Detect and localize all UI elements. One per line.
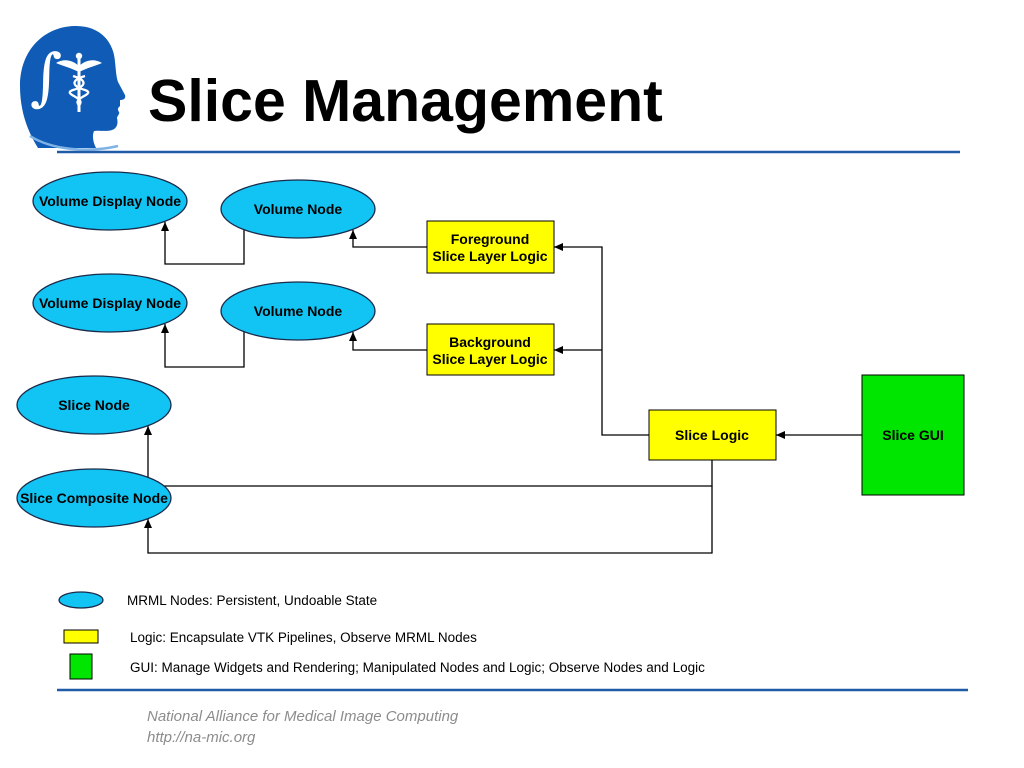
connector-foreground-logic-to-volume-node — [349, 230, 427, 248]
logic-label-line-1: Foreground — [451, 231, 530, 247]
legend-swatch — [69, 653, 93, 680]
connector-slice-logic-to-foreground-logic — [554, 243, 649, 436]
node-ellipse — [220, 281, 376, 341]
mrml-node-slice: Slice Node — [16, 375, 172, 435]
node-ellipse — [16, 375, 172, 435]
logic-label-line-2: Slice Layer Logic — [432, 248, 547, 264]
legend-item-gui: GUI: Manage Widgets and Rendering; Manip… — [69, 653, 705, 680]
caduceus-icon — [56, 52, 102, 112]
namic-head-logo-icon: ∫ — [20, 25, 126, 151]
connector-background-logic-to-volume-node — [349, 332, 427, 351]
logic-foreground-slice-layer: Foreground Slice Layer Logic — [426, 220, 555, 274]
logic-box — [426, 220, 555, 274]
logic-label-line-1: Background — [449, 334, 531, 350]
page-title: Slice Management — [148, 68, 663, 134]
connector-slice-logic-to-composite-node — [144, 486, 713, 554]
logic-box — [426, 323, 555, 376]
footer-org-text: National Alliance for Medical Image Comp… — [147, 708, 459, 725]
mrml-node-volume-display-bg: Volume Display Node — [32, 273, 188, 333]
node-label: Volume Display Node — [39, 295, 181, 311]
footer-url-text: http://na-mic.org — [147, 729, 256, 746]
gui-label: Slice GUI — [882, 427, 943, 443]
legend-label: MRML Nodes: Persistent, Undoable State — [127, 593, 377, 608]
connector-volume-node-bg-to-display-node — [161, 324, 245, 368]
head-swoosh — [29, 134, 119, 151]
logic-label-line-2: Slice Layer Logic — [432, 351, 547, 367]
node-ellipse — [220, 179, 376, 239]
node-label: Slice Node — [58, 397, 130, 413]
logic-slice: Slice Logic — [648, 409, 777, 461]
mrml-node-slice-composite: Slice Composite Node — [16, 468, 172, 528]
gui-box — [861, 374, 965, 496]
mrml-node-volume-fg: Volume Node — [220, 179, 376, 239]
legend-label: GUI: Manage Widgets and Rendering; Manip… — [130, 660, 705, 675]
legend-swatch — [58, 591, 104, 609]
node-label: Volume Display Node — [39, 193, 181, 209]
node-ellipse — [32, 171, 188, 231]
logic-box — [648, 409, 777, 461]
node-label: Slice Composite Node — [20, 490, 168, 506]
connector-volume-node-fg-to-display-node — [161, 222, 245, 265]
legend: MRML Nodes: Persistent, Undoable State L… — [58, 591, 705, 680]
legend-swatch — [63, 629, 99, 644]
legend-item-mrml: MRML Nodes: Persistent, Undoable State — [58, 591, 377, 609]
integral-glyph: ∫ — [30, 40, 62, 113]
footer-url: http://na-mic.org — [147, 729, 256, 746]
node-label: Volume Node — [254, 303, 343, 319]
legend-label: Logic: Encapsulate VTK Pipelines, Observ… — [130, 630, 477, 645]
node-ellipse — [16, 468, 172, 528]
head-silhouette — [20, 25, 126, 148]
logic-label: Slice Logic — [675, 427, 749, 443]
connector-slice-logic-to-slice-node — [144, 426, 713, 487]
connectors — [144, 222, 862, 554]
legend-item-logic: Logic: Encapsulate VTK Pipelines, Observ… — [63, 629, 477, 645]
logic-background-slice-layer: Background Slice Layer Logic — [426, 323, 555, 376]
node-label: Volume Node — [254, 201, 343, 217]
mrml-node-volume-display-fg: Volume Display Node — [32, 171, 188, 231]
gui-slice: Slice GUI — [861, 374, 965, 496]
mrml-node-volume-bg: Volume Node — [220, 281, 376, 341]
footer-org: National Alliance for Medical Image Comp… — [147, 708, 459, 725]
node-ellipse — [32, 273, 188, 333]
